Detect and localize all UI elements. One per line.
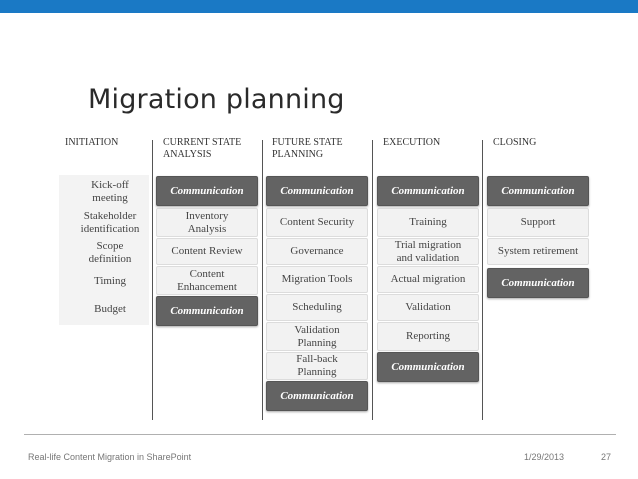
phase-header: EXECUTION (383, 137, 441, 148)
column-divider (482, 140, 483, 420)
phase-step: Scheduling (266, 294, 368, 321)
footer-divider (24, 434, 616, 435)
communication-step: Communication (266, 381, 368, 411)
phase-step: Governance (266, 238, 368, 265)
phase-header: CLOSING (493, 137, 537, 148)
phase-step: Training (377, 208, 479, 237)
phase-step: Trial migration and validation (377, 238, 479, 265)
phase-header: INITIATION (65, 137, 119, 148)
phase-step: Kick-off meeting (91, 178, 129, 204)
footer-presentation-title: Real-life Content Migration in SharePoin… (28, 452, 192, 462)
column-divider (372, 140, 373, 420)
footer-date: 1/29/2013 (524, 452, 565, 462)
communication-step: Communication (266, 176, 368, 206)
phase-header: FUTURE STATE PLANNING (272, 137, 343, 160)
phase-step: Budget (94, 303, 126, 315)
phase-step: Timing (93, 275, 126, 287)
phase-header: CURRENT STATE ANALYSIS (163, 137, 242, 160)
phase-step: Content Security (266, 208, 368, 237)
communication-step: Communication (487, 268, 589, 298)
phase-step: Actual migration (377, 266, 479, 293)
slide-title: Migration planning (88, 84, 345, 115)
phase-step: Content Enhancement (156, 266, 258, 295)
phase-step: Fall-back Planning (266, 352, 368, 380)
top-accent-bar (0, 0, 638, 13)
footer-page-number: 27 (601, 452, 612, 462)
column-divider (262, 140, 263, 420)
phase-step: System retirement (487, 238, 589, 265)
phase-step: Validation (377, 294, 479, 321)
phase-step: Scope definition (88, 239, 132, 265)
phase-step: Content Review (156, 238, 258, 265)
communication-step: Communication (156, 176, 258, 206)
phase-step: Stakeholder identification (80, 209, 140, 235)
phase-step: Support (487, 208, 589, 237)
communication-step: Communication (377, 176, 479, 206)
communication-step: Communication (487, 176, 589, 206)
column-divider (152, 140, 153, 420)
phase-step: Migration Tools (266, 266, 368, 293)
communication-step: Communication (377, 352, 479, 382)
communication-step: Communication (156, 296, 258, 326)
phase-step: Validation Planning (266, 322, 368, 351)
phase-step: Inventory Analysis (156, 208, 258, 237)
phase-step: Reporting (377, 322, 479, 351)
